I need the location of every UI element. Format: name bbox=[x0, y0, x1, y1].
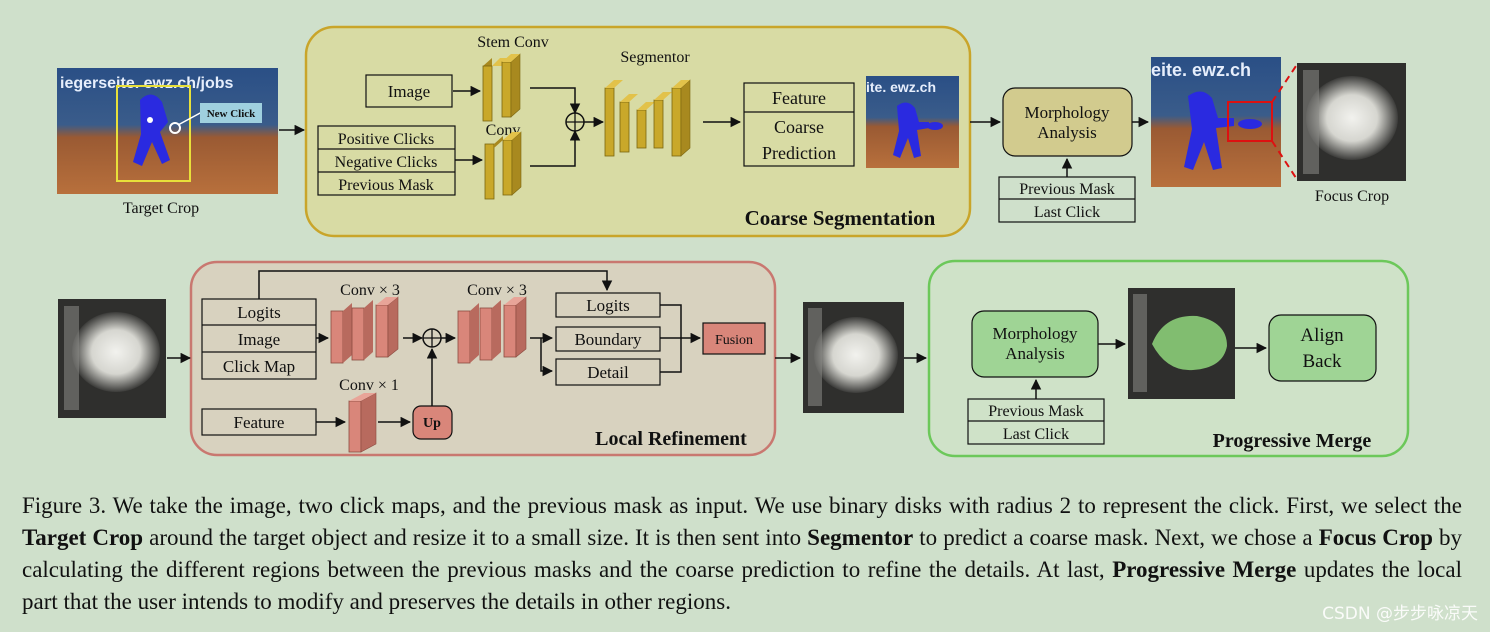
refine-out-logits: Logits bbox=[586, 296, 629, 315]
caption-text-3: to predict a coarse mask. Next, we chose… bbox=[913, 525, 1319, 550]
conv1-label: Conv × 1 bbox=[339, 377, 399, 394]
refine-feature-label: Feature bbox=[234, 413, 285, 432]
coarse-prediction-image: ite. ewz.ch bbox=[866, 76, 959, 168]
merge-title: Progressive Merge bbox=[1213, 430, 1372, 452]
stem-conv-block bbox=[482, 53, 521, 122]
negative-clicks-label: Negative Clicks bbox=[335, 154, 438, 171]
caption-bold-segmentor: Segmentor bbox=[807, 525, 914, 550]
morphology-2-line2: Analysis bbox=[1005, 344, 1065, 363]
morph2-previous-mask: Previous Mask bbox=[988, 403, 1084, 420]
morph1-last-click: Last Click bbox=[1034, 204, 1100, 221]
focus-crop-label: Focus Crop bbox=[1315, 188, 1389, 205]
input-image-label: Image bbox=[388, 82, 430, 101]
refine-image-label: Image bbox=[238, 330, 280, 349]
caption-text-5: updates the local part that the user int… bbox=[22, 557, 1462, 614]
segmentor-label: Segmentor bbox=[620, 49, 690, 66]
conv1-block bbox=[348, 392, 377, 453]
input-image-box bbox=[365, 74, 453, 108]
refine-logits-label: Logits bbox=[237, 303, 280, 322]
feature-output-label: Feature bbox=[772, 88, 826, 108]
conv3a-label: Conv × 3 bbox=[340, 282, 400, 299]
boundary-box bbox=[555, 326, 661, 352]
caption-bold-target-crop: Target Crop bbox=[22, 525, 144, 550]
caption-text-1: Figure 3. We take the image, two click m… bbox=[22, 493, 1462, 518]
conv3b-label: Conv × 3 bbox=[467, 282, 527, 299]
target-crop-image: iegerseite. ewz.ch/jobs bbox=[57, 68, 278, 194]
align-line1: Align bbox=[1300, 325, 1344, 346]
pipeline-diagram: Coarse Segmentation iegerseite. ewz.ch/j… bbox=[57, 25, 1410, 458]
align-back-block bbox=[1268, 314, 1377, 382]
focus-source-image: eite. ewz.ch bbox=[1151, 57, 1281, 187]
svg-text:eite. ewz.ch: eite. ewz.ch bbox=[1151, 60, 1251, 80]
merged-crop-image bbox=[1128, 288, 1235, 399]
local-title: Local Refinement bbox=[595, 428, 747, 450]
coarse-output-box bbox=[743, 82, 855, 167]
caption-bold-focus-crop: Focus Crop bbox=[1318, 525, 1433, 550]
refine-clickmap-label: Click Map bbox=[223, 357, 295, 376]
detail-label: Detail bbox=[587, 363, 629, 382]
morphology-2-line1: Morphology bbox=[993, 324, 1079, 343]
morphology-analysis-1 bbox=[1002, 87, 1133, 157]
morphology-1-line1: Morphology bbox=[1025, 103, 1111, 122]
new-click-tag bbox=[200, 103, 262, 123]
svg-text:ite. ewz.ch: ite. ewz.ch bbox=[866, 79, 936, 95]
stem-conv-label: Stem Conv bbox=[477, 34, 549, 51]
conv-block bbox=[484, 131, 522, 200]
target-crop-label: Target Crop bbox=[123, 200, 199, 217]
align-line2: Back bbox=[1302, 351, 1342, 372]
conv3a-block bbox=[330, 296, 399, 364]
focus-crop-box bbox=[1227, 101, 1273, 142]
prediction-output-label: Prediction bbox=[762, 143, 836, 163]
up-label: Up bbox=[423, 416, 441, 431]
morphology-1-line2: Analysis bbox=[1037, 123, 1097, 142]
caption-bold-progressive-merge: Progressive Merge bbox=[1112, 557, 1297, 582]
fusion-label: Fusion bbox=[715, 333, 753, 348]
focus-crop-input-image bbox=[58, 299, 166, 418]
morph2-last-click: Last Click bbox=[1003, 426, 1069, 443]
figure-caption: Figure 3. We take the image, two click m… bbox=[22, 490, 1462, 618]
focus-crop-image bbox=[1297, 63, 1406, 181]
segmentor-block bbox=[604, 79, 691, 157]
previous-mask-label: Previous Mask bbox=[338, 177, 434, 194]
coarse-title: Coarse Segmentation bbox=[745, 206, 936, 230]
boundary-label: Boundary bbox=[574, 330, 642, 349]
svg-text:iegerseite. ewz.ch/jobs: iegerseite. ewz.ch/jobs bbox=[60, 75, 234, 92]
coarse-output-label: Coarse bbox=[774, 117, 824, 137]
refined-crop-image bbox=[803, 302, 904, 413]
watermark: CSDN @步步咏凉天 bbox=[1322, 604, 1478, 624]
caption-text-2: around the target object and resize it t… bbox=[143, 525, 808, 550]
logits-skip-arrow bbox=[258, 270, 613, 299]
new-click-label: New Click bbox=[207, 108, 256, 120]
conv3b-block bbox=[457, 296, 527, 364]
caption-text-4: by calculating the different regions bet… bbox=[22, 525, 1463, 582]
positive-clicks-label: Positive Clicks bbox=[338, 131, 434, 148]
fusion-block bbox=[702, 322, 766, 355]
morph1-previous-mask: Previous Mask bbox=[1019, 181, 1115, 198]
